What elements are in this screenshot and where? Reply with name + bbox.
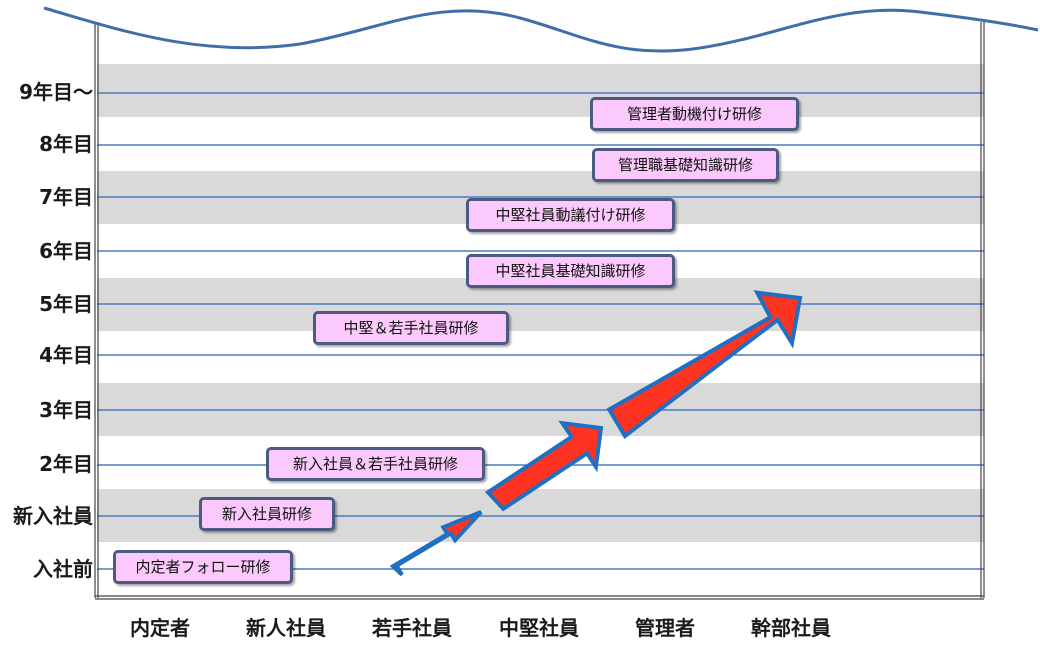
row-label-year3: 3年目 [39,398,93,422]
row-label-pre-join: 入社前 [33,557,93,581]
stage-label-manager: 管理者 [635,616,695,640]
stage-label-mid-level: 中堅社員 [499,616,579,640]
training-box-manager-motivation: 管理者動機付け研修 [590,97,799,131]
growth-arrows [389,290,803,577]
stage-label-young-staff: 若手社員 [372,616,452,640]
stage-label-offer-holder: 内定者 [130,616,190,640]
training-box-midlevel-motivation: 中堅社員動議付け研修 [466,198,675,232]
wavy-top-edge [43,6,1039,53]
row-label-year5: 5年目 [39,292,93,316]
growth-arrow-3 [606,290,803,439]
row-label-year4: 4年目 [39,343,93,367]
row-label-new-employee: 新入社員 [13,504,93,528]
training-box-manager-fundamentals: 管理職基礎知識研修 [592,148,779,182]
training-box-new-young: 新入社員＆若手社員研修 [266,447,485,481]
growth-arrow-2 [484,420,604,512]
row-label-year8: 8年目 [39,132,93,156]
row-label-year7: 7年目 [39,185,93,209]
frame [94,22,985,600]
training-box-midlevel-fundamentals: 中堅社員基礎知識研修 [466,254,675,288]
row-label-year2: 2年目 [39,452,93,476]
row-label-year9: 9年目～ [19,80,93,104]
training-box-new-employee: 新入社員研修 [199,497,335,531]
stage-label-executive: 幹部社員 [751,616,831,640]
row-label-year6: 6年目 [39,239,93,263]
stage-label-new-staff: 新人社員 [246,616,326,640]
training-box-midlevel-young: 中堅＆若手社員研修 [313,311,509,345]
growth-arrow-1 [389,510,483,577]
training-box-offer-follow-up: 内定者フォロー研修 [113,550,293,584]
band-9 [97,64,984,117]
